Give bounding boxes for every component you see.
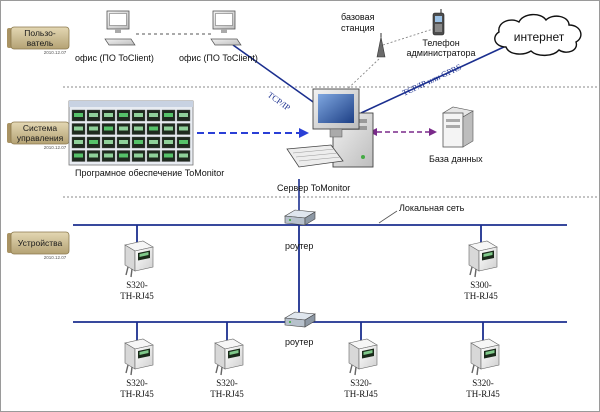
monitor-tile-display [74,140,83,144]
monitor-tile-display [74,153,83,158]
section-control-label-2: управления [17,133,64,143]
sensor-model-label: TH-RJ45 [120,291,154,301]
office-label-1: офис (ПО ToClient) [75,53,154,63]
monitor-tile-display [89,153,98,158]
internet-label: интернет [514,30,565,44]
monitor-tile-display [134,126,143,131]
section-control-label-1: Система [23,123,58,133]
sensor-device [348,338,378,376]
monitor-tile-display [164,126,173,131]
monitor-tile-display [179,140,188,144]
sensor-model-label: TH-RJ45 [344,389,378,399]
server-computer-icon [286,88,374,168]
lan-pointer [378,210,398,224]
monitor-tile-display [89,126,98,131]
monitor-tile-display [149,113,158,117]
monitor-tile-display [104,126,113,131]
gprs-link [360,45,507,114]
section-tag-control: Система управления 2010.12.07 [7,121,70,150]
monitor-tile-display [134,113,143,117]
lan-label: Локальная сеть [399,203,465,213]
section-user-label-1: Пользо- [24,28,56,38]
monitor-tile-display [134,153,143,158]
sensor-model-label: S320- [472,378,494,388]
section-tag-devices: Устройства 2010.12.07 [7,231,70,260]
monitor-tile-display [119,126,128,131]
monitor-tile-display [179,126,188,131]
sensor-device [124,240,154,278]
router-label-2: роутер [285,337,313,347]
internet-cloud-icon: интернет [494,13,582,57]
base-station-label-1: базовая [341,12,375,22]
monitor-tile-display [74,113,83,117]
arrow-head [299,128,309,138]
monitor-tile-display [179,153,188,158]
section-devices-date: 2010.12.07 [44,255,67,260]
sensor-model-label: S320- [126,378,148,388]
database-server-icon [442,106,474,148]
monitor-tile-display [104,153,113,158]
software-label: Програмное обеспечение ToMonitor [75,168,224,178]
sensor-model-label: S320- [126,280,148,290]
monitor-tile-display [164,140,173,144]
monitor-tile-display [74,126,83,131]
sensor-model-label: TH-RJ45 [120,389,154,399]
phone-label-2: администратора [407,48,476,58]
sensor-devices: S320-TH-RJ45S300-TH-RJ45S320-TH-RJ45S320… [120,240,500,399]
section-control-date: 2010.12.07 [44,145,67,150]
monitor-tile-display [119,153,128,158]
section-devices-label: Устройства [18,238,63,248]
office-computer-icon [210,10,242,46]
sensor-model-label: TH-RJ45 [466,389,500,399]
monitor-tile-display [89,113,98,117]
base-station-label-2: станция [341,23,375,33]
office-computer-icon [104,10,136,46]
sensor-device [124,338,154,376]
monitor-tile-display [179,113,188,117]
section-tag-user: Пользо- ватель 2010.12.07 [7,26,70,55]
phone-label-1: Телефон [422,38,459,48]
sensor-model-label: TH-RJ45 [464,291,498,301]
tcpip-link [232,44,324,110]
monitor-tile-display [164,113,173,117]
monitor-tile-display [164,153,173,158]
sensor-model-label: TH-RJ45 [210,389,244,399]
router-icon [284,311,316,328]
monitor-tile-display [89,140,98,144]
monitor-tile-display [104,113,113,117]
monitor-tile-display [104,140,113,144]
office-label-2: офис (ПО ToClient) [179,53,258,63]
database-label: База данных [429,154,483,164]
monitor-tile-display [149,126,158,131]
router-icon [284,209,316,226]
monitor-tile-display [149,153,158,158]
server-label: Сервер ToMonitor [277,183,350,193]
sensor-device [468,240,498,278]
arrow-head [429,128,437,136]
sensor-device [214,338,244,376]
monitor-tile-display [149,140,158,144]
section-user-label-2: ватель [27,38,54,48]
antenna-phone-link [382,28,434,46]
software-screenshot [68,100,194,166]
tcpip-gprs-label: TCP/IP или GPRS [401,62,464,98]
sensor-device [470,338,500,376]
monitor-tile-display [119,113,128,117]
monitor-tile-display [134,140,143,144]
section-user-date: 2010.12.07 [44,50,67,55]
antenna-icon [376,33,386,58]
sensor-model-label: S300- [470,280,492,290]
sensor-model-label: S320- [350,378,372,388]
tcpip-label: TCP/IP [266,90,293,113]
monitor-tile-display [119,140,128,144]
sensor-model-label: S320- [216,378,238,388]
router-label-1: роутер [285,241,313,251]
phone-icon [432,9,445,36]
